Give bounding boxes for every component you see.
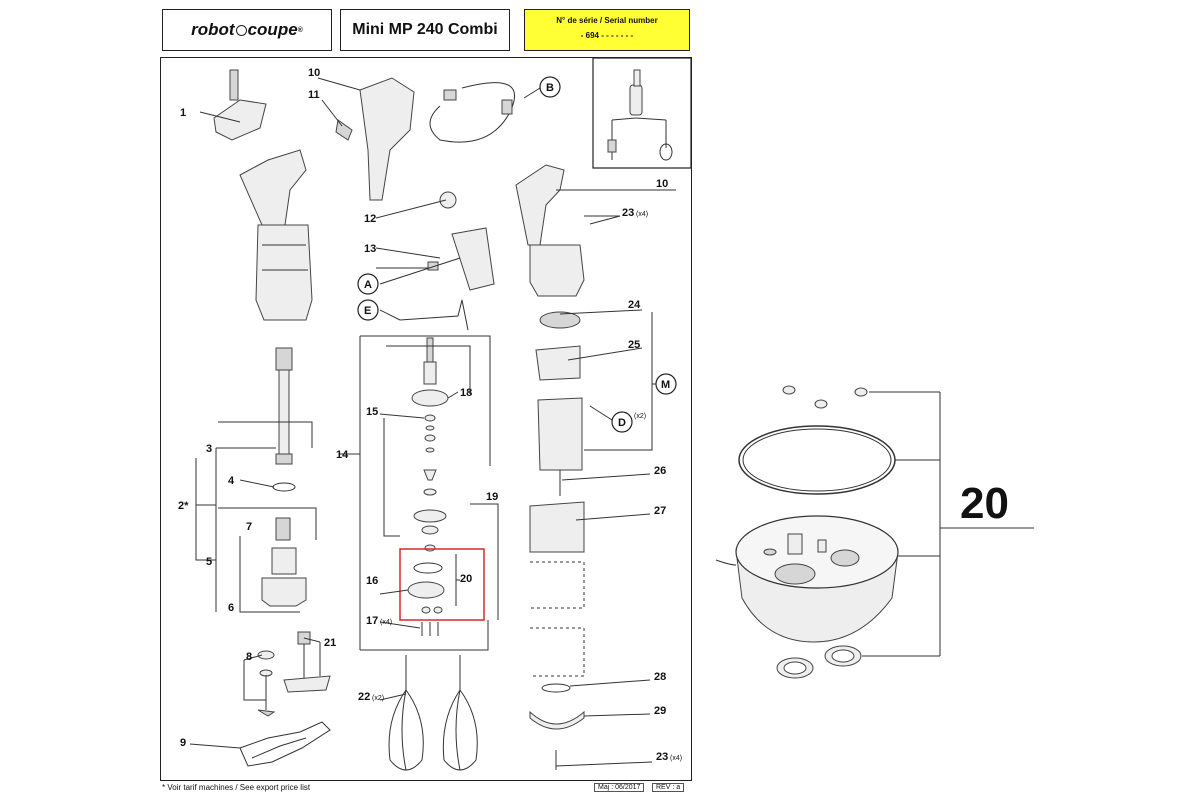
callout-a <box>357 273 379 295</box>
label-13: 13 <box>364 243 376 255</box>
footer-note: * Voir tarif machines / See export price… <box>162 783 311 792</box>
label-15: 15 <box>366 406 378 418</box>
whisks <box>388 655 478 771</box>
label-19: 19 <box>486 491 498 503</box>
label-3: 3 <box>206 443 212 455</box>
label-1: 1 <box>180 107 186 119</box>
whisk-holder <box>239 721 331 767</box>
screws-17 <box>421 622 439 636</box>
label-9: 9 <box>180 737 186 749</box>
label-e: E <box>364 305 371 317</box>
label-10-top: 10 <box>308 67 320 79</box>
footer-rev: REV : a <box>652 783 685 792</box>
leader-lines <box>189 77 676 767</box>
label-26: 26 <box>654 465 666 477</box>
label-16: 16 <box>366 575 378 587</box>
label-28: 28 <box>654 671 666 683</box>
label-a: A <box>364 279 372 291</box>
label-23-top: 23 <box>622 207 634 219</box>
serial-label: N° de série / Serial number <box>556 16 658 25</box>
cable-e <box>399 299 469 331</box>
label-b: B <box>546 82 554 94</box>
label-4: 4 <box>228 475 235 487</box>
label-22-qty: (x2) <box>372 695 384 702</box>
label-21: 21 <box>324 637 336 649</box>
footer-date: Maj : 06/2017 <box>594 783 645 792</box>
handle-switch <box>213 69 267 141</box>
blade-parts <box>257 631 331 717</box>
brand-right: coupe <box>247 20 298 39</box>
label-12: 12 <box>364 213 376 225</box>
label-23-top-qty: (x4) <box>636 211 648 218</box>
shaft-assembly <box>272 347 296 492</box>
label-d-qty: (x2) <box>634 413 646 420</box>
label-22: 22 <box>358 691 370 703</box>
callout-m <box>655 373 677 395</box>
label-20-small: 20 <box>460 573 472 585</box>
handle-center <box>335 77 495 291</box>
serial-value: - 694 - - - - - - - <box>580 31 634 40</box>
label-29: 29 <box>654 705 666 717</box>
callout-d <box>611 411 633 433</box>
label-d: D <box>618 417 626 429</box>
inset-blender-icon <box>607 69 673 161</box>
label-m: M <box>661 379 670 391</box>
label-8: 8 <box>246 651 252 663</box>
motor-unit-left <box>239 149 313 321</box>
power-cable <box>429 82 515 143</box>
part-20-small <box>407 562 445 614</box>
label-11: 11 <box>308 89 320 101</box>
label-23-bottom: 23 <box>656 751 668 763</box>
model-title: Mini MP 240 Combi <box>340 9 510 51</box>
brand-left: robot <box>191 20 235 39</box>
label-24: 24 <box>628 299 641 311</box>
label-6: 6 <box>228 602 234 614</box>
label-25: 25 <box>628 339 640 351</box>
zoom-label-20: 20 <box>960 479 1009 528</box>
label-17-qty: (x4) <box>380 619 392 626</box>
label-17: 17 <box>366 615 378 627</box>
robot-coupe-logo: robot coupe® <box>162 9 332 51</box>
label-14: 14 <box>336 449 349 461</box>
brand-dot-icon <box>235 24 247 36</box>
callout-e <box>357 299 379 321</box>
zoom-bracket <box>715 391 1034 657</box>
label-10-right: 10 <box>656 178 668 190</box>
label-27: 27 <box>654 505 666 517</box>
brand-mark: ® <box>297 26 303 34</box>
motor-unit-right <box>515 164 585 770</box>
label-7: 7 <box>246 521 252 533</box>
mixer-foot <box>261 517 307 607</box>
label-2: 2* <box>178 500 189 512</box>
label-23-bottom-qty: (x4) <box>670 755 682 762</box>
gearbox-column <box>411 337 449 552</box>
serial-number-box: N° de série / Serial number - 694 - - - … <box>524 9 690 51</box>
label-5: 5 <box>206 556 212 568</box>
highlight-part-20 <box>399 548 485 621</box>
zoom-part-20 <box>735 385 899 679</box>
callout-b <box>539 76 561 98</box>
label-18: 18 <box>460 387 472 399</box>
